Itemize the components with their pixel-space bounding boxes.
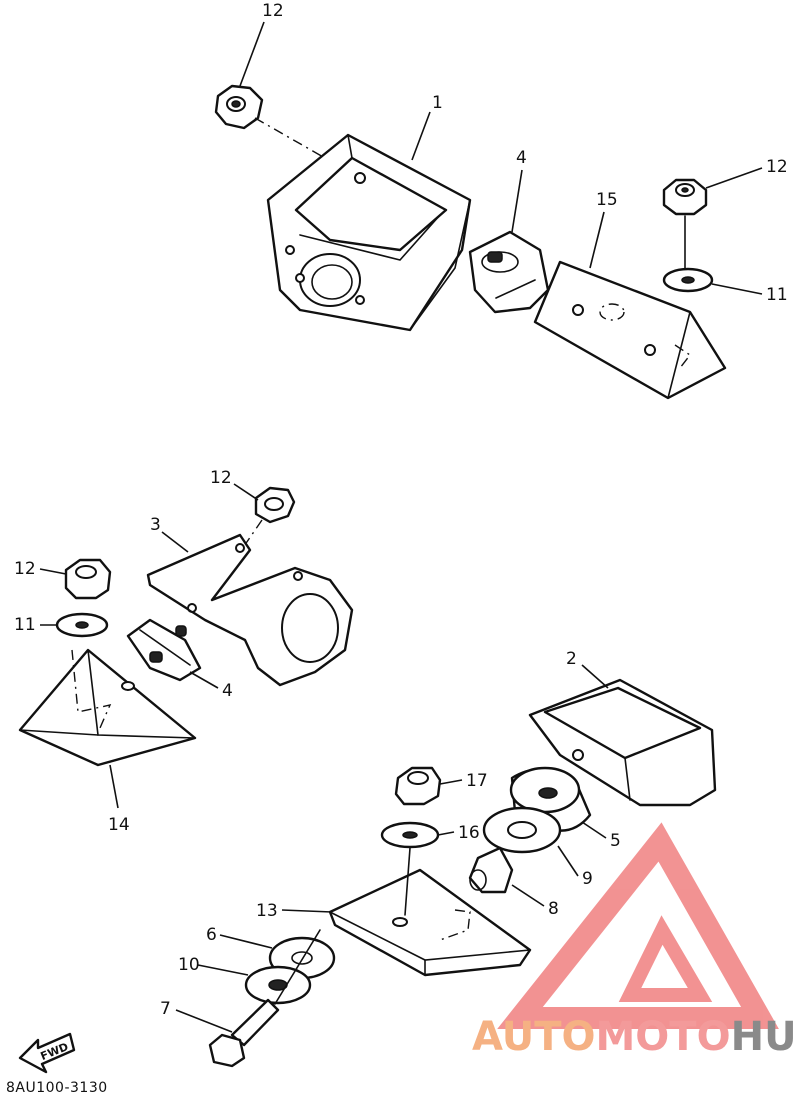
- nut-12-top-left: [214, 84, 264, 130]
- washer-9: [482, 806, 562, 854]
- bracket-15: [533, 260, 727, 400]
- callout-6: 6: [206, 925, 217, 945]
- line-16-to-13: [404, 847, 411, 916]
- mount-4-top: [468, 230, 550, 314]
- callout-12: 12: [766, 157, 788, 177]
- callout-4: 4: [516, 148, 527, 168]
- callout-17: 17: [466, 771, 488, 791]
- mount-4-middle: [126, 618, 202, 682]
- washer-10: [244, 965, 312, 1005]
- callout-5: 5: [610, 831, 621, 851]
- callout-2: 2: [566, 649, 577, 669]
- watermark-auto: AUTO: [472, 1014, 596, 1060]
- callout-11: 11: [14, 615, 36, 635]
- bracket-13: [328, 868, 532, 977]
- collar-8: [468, 846, 514, 894]
- callout-8: 8: [548, 899, 559, 919]
- watermark-text: AUTOMOTOHUB: [472, 1014, 800, 1060]
- bracket-3: [146, 533, 354, 687]
- callout-10: 10: [178, 955, 200, 975]
- nut-12-left: [64, 558, 112, 600]
- watermark-logo: [497, 822, 779, 1029]
- callout-12: 12: [210, 468, 232, 488]
- callout-7: 7: [160, 999, 171, 1019]
- svg-text:AUTOMOTOHUB: AUTOMOTOHUB: [472, 1014, 800, 1060]
- callout-16: 16: [458, 823, 480, 843]
- washer-11-left: [55, 612, 109, 638]
- bracket-2: [528, 678, 717, 807]
- callout-12: 12: [14, 559, 36, 579]
- callout-14: 14: [108, 815, 130, 835]
- diagram-code: 8AU100-3130: [6, 1080, 108, 1096]
- callout-15: 15: [596, 190, 618, 210]
- callout-numbers: 12 1 4 15 12 11 12 3 12 11 4 14 2 17 5 1…: [14, 1, 788, 1019]
- callout-3: 3: [150, 515, 161, 535]
- leader-lines: [39, 21, 763, 1033]
- callout-12: 12: [262, 1, 284, 21]
- bolt-7: [208, 998, 280, 1068]
- watermark-moto: MOTO: [596, 1014, 731, 1060]
- dashline-12-to-1: [254, 117, 361, 179]
- bracket-1: [266, 133, 472, 332]
- fwd-arrow: FWD: [18, 1032, 76, 1074]
- nut-12-middle: [254, 486, 296, 524]
- bracket-14: [18, 648, 197, 767]
- watermark-hub: HUB: [731, 1014, 800, 1060]
- washer-16: [380, 821, 440, 849]
- line-7-axis: [274, 929, 321, 1005]
- callout-4: 4: [222, 681, 233, 701]
- callout-9: 9: [582, 869, 593, 889]
- washer-11-top: [662, 267, 714, 293]
- callout-11: 11: [766, 285, 788, 305]
- nut-17: [394, 766, 442, 806]
- nut-12-top-right: [662, 178, 708, 216]
- callout-1: 1: [432, 93, 443, 113]
- callout-13: 13: [256, 901, 278, 921]
